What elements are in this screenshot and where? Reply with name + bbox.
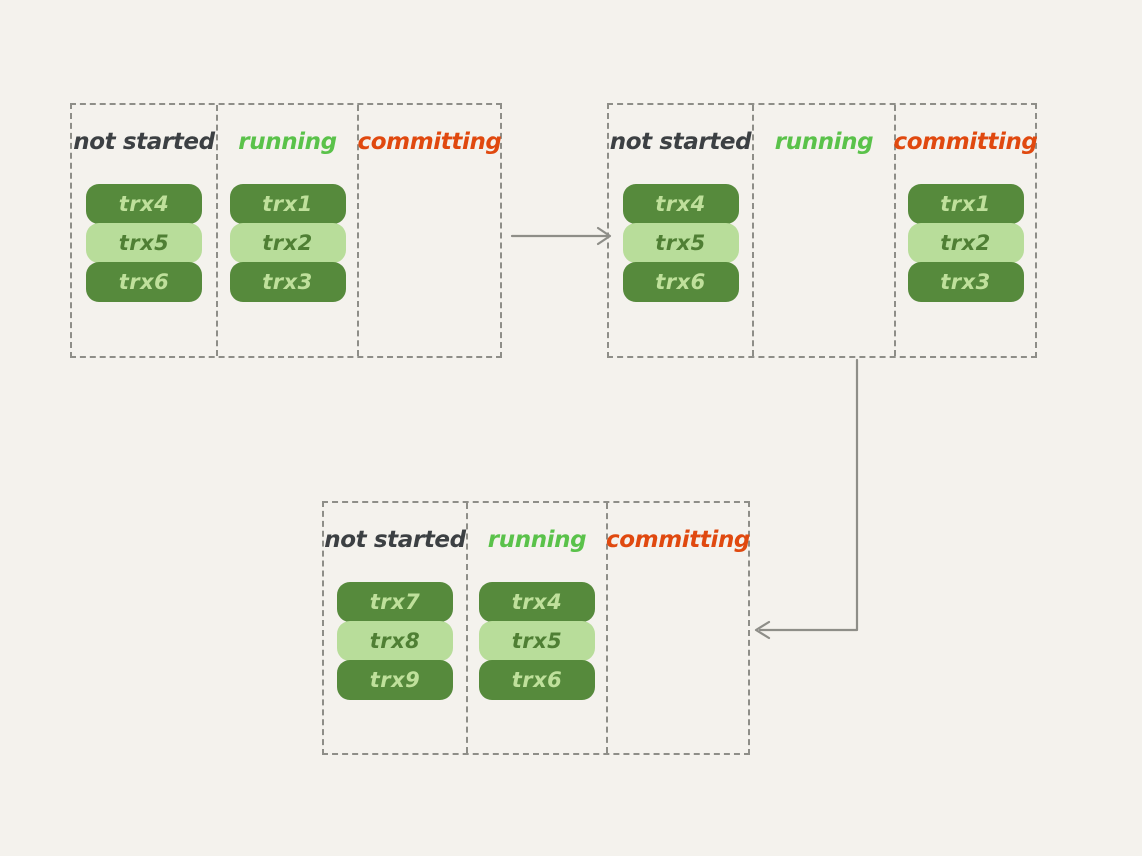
arrow-panel2-to-panel3-icon <box>754 358 859 640</box>
column-label-not-started: not started <box>324 527 466 553</box>
column-committing: committing <box>357 105 502 356</box>
transaction-pill[interactable]: trx5 <box>478 621 595 661</box>
state-panel-2: not started trx4 trx5 trx6 running commi… <box>607 103 1038 358</box>
transaction-pill[interactable]: trx3 <box>907 262 1024 302</box>
transaction-pill[interactable]: trx5 <box>622 223 739 263</box>
column-not-started: not started trx7 trx8 trx9 <box>324 503 468 753</box>
column-label-not-started: not started <box>73 129 215 155</box>
column-label-committing: committing <box>357 129 502 155</box>
transaction-pill[interactable]: trx8 <box>336 621 453 661</box>
transaction-pill[interactable]: trx9 <box>336 660 453 700</box>
transaction-pill[interactable]: trx3 <box>229 262 346 302</box>
state-panel-3: not started trx7 trx8 trx9 running trx4 … <box>322 501 750 755</box>
transaction-pill[interactable]: trx2 <box>229 223 346 263</box>
column-running: running trx1 trx2 trx3 <box>218 105 359 356</box>
pill-stack-running: trx1 trx2 trx3 <box>229 184 346 302</box>
transaction-pill[interactable]: trx1 <box>229 184 346 224</box>
column-committing: committing <box>606 503 750 753</box>
pill-stack-not-started: trx7 trx8 trx9 <box>336 582 453 700</box>
transaction-pill[interactable]: trx7 <box>336 582 453 622</box>
column-label-committing: committing <box>893 129 1038 155</box>
transaction-pill[interactable]: trx1 <box>907 184 1024 224</box>
column-running: running trx4 trx5 trx6 <box>468 503 608 753</box>
transaction-pill[interactable]: trx6 <box>86 262 202 302</box>
column-not-started: not started trx4 trx5 trx6 <box>609 105 754 356</box>
transaction-pill[interactable]: trx4 <box>622 184 739 224</box>
arrow-panel1-to-panel2-icon <box>510 226 612 246</box>
transaction-pill[interactable]: trx6 <box>478 660 595 700</box>
column-running: running <box>754 105 896 356</box>
transaction-pill[interactable]: trx2 <box>907 223 1024 263</box>
column-label-committing: committing <box>606 527 750 553</box>
column-label-not-started: not started <box>609 129 752 155</box>
column-committing: committing trx1 trx2 trx3 <box>893 105 1038 356</box>
pill-stack-not-started: trx4 trx5 trx6 <box>86 184 202 302</box>
transaction-pill[interactable]: trx4 <box>478 582 595 622</box>
transaction-pill[interactable]: trx6 <box>622 262 739 302</box>
pill-stack-running: trx4 trx5 trx6 <box>478 582 595 700</box>
transaction-pill[interactable]: trx5 <box>86 223 202 263</box>
transaction-pill[interactable]: trx4 <box>86 184 202 224</box>
pill-stack-committing: trx1 trx2 trx3 <box>907 184 1024 302</box>
column-label-running: running <box>238 129 337 155</box>
column-label-running: running <box>487 527 587 553</box>
column-not-started: not started trx4 trx5 trx6 <box>72 105 218 356</box>
column-label-running: running <box>774 129 874 155</box>
pill-stack-not-started: trx4 trx5 trx6 <box>622 184 739 302</box>
state-panel-1: not started trx4 trx5 trx6 running trx1 … <box>70 103 502 358</box>
